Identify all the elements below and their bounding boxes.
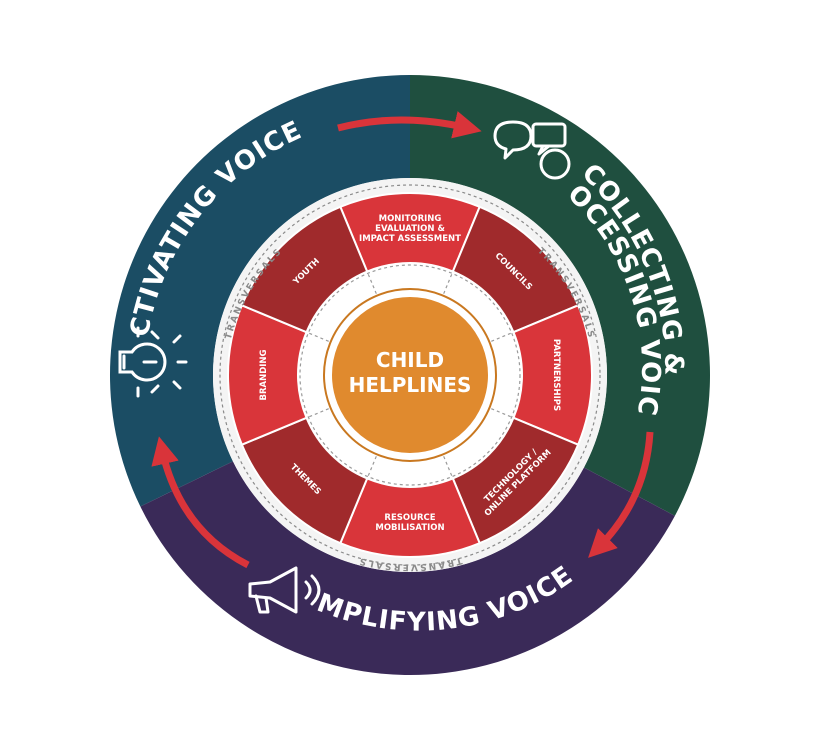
spoke-line: [306, 408, 329, 419]
arrow-right: [588, 431, 654, 558]
transversals-dashed-outer: [219, 184, 601, 566]
spoke-line: [443, 456, 454, 479]
inner-segment-label-branding: BRANDING: [259, 349, 269, 400]
arrow-left: [151, 436, 250, 569]
spoke-line: [491, 331, 514, 342]
center-title-line1: CHILD: [376, 348, 444, 372]
speech-bubbles-icon: [493, 120, 571, 180]
amplifying-voices-segment: [140, 461, 675, 675]
spokes: [306, 271, 514, 479]
spoke-line: [491, 408, 514, 419]
spoke-line: [366, 456, 377, 479]
megaphone-icon: [248, 566, 321, 614]
activating-voices-segment: [110, 75, 410, 507]
lightbulb-icon: [118, 326, 188, 398]
center-title-line2: HELPLINES: [349, 373, 472, 397]
inner-dashed-circle: [299, 264, 521, 486]
inner-segment-label-partnerships: PARTNERSHIPS: [551, 339, 561, 411]
collecting-voices-segment: [410, 75, 711, 516]
outer-ring: [110, 75, 711, 675]
spoke-line: [366, 271, 377, 294]
center-circle: [328, 293, 492, 457]
spoke-line: [443, 271, 454, 294]
spoke-line: [306, 331, 329, 342]
center-ring-outline: [323, 288, 497, 462]
arrow-top: [337, 111, 482, 139]
